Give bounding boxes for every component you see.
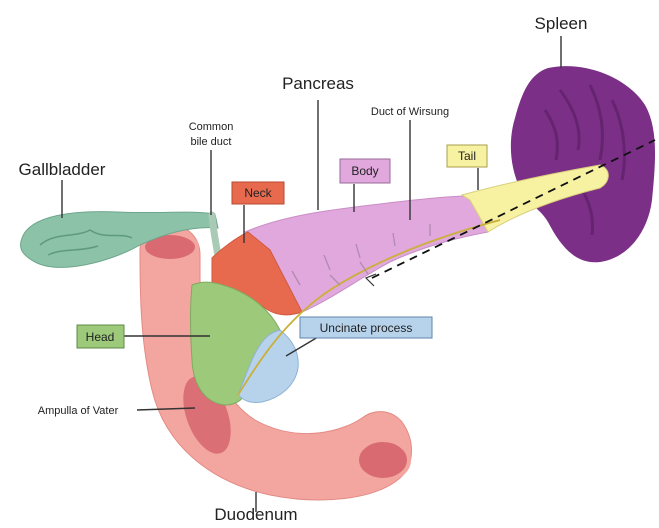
tag-tail-text: Tail (458, 149, 476, 163)
tag-tail: Tail (447, 145, 487, 167)
tag-body: Body (340, 159, 390, 183)
label-common-bile-duct-line1: Common (189, 121, 234, 133)
label-duct-of-wirsung: Duct of Wirsung (371, 106, 449, 118)
label-pancreas: Pancreas (282, 74, 354, 93)
label-duodenum: Duodenum (214, 505, 297, 523)
tag-uncinate-process: Uncinate process (300, 317, 432, 338)
tag-head-text: Head (86, 330, 115, 344)
tag-head: Head (77, 325, 124, 348)
tag-neck-text: Neck (244, 186, 272, 200)
label-gallbladder: Gallbladder (19, 160, 106, 179)
label-ampulla-of-vater: Ampulla of Vater (38, 405, 119, 417)
label-spleen: Spleen (535, 14, 588, 33)
tag-body-text: Body (351, 164, 378, 178)
label-common-bile-duct-line2: bile duct (191, 136, 232, 148)
tag-neck: Neck (232, 182, 284, 204)
tag-uncinate-process-text: Uncinate process (320, 321, 413, 335)
spleen (511, 66, 655, 262)
